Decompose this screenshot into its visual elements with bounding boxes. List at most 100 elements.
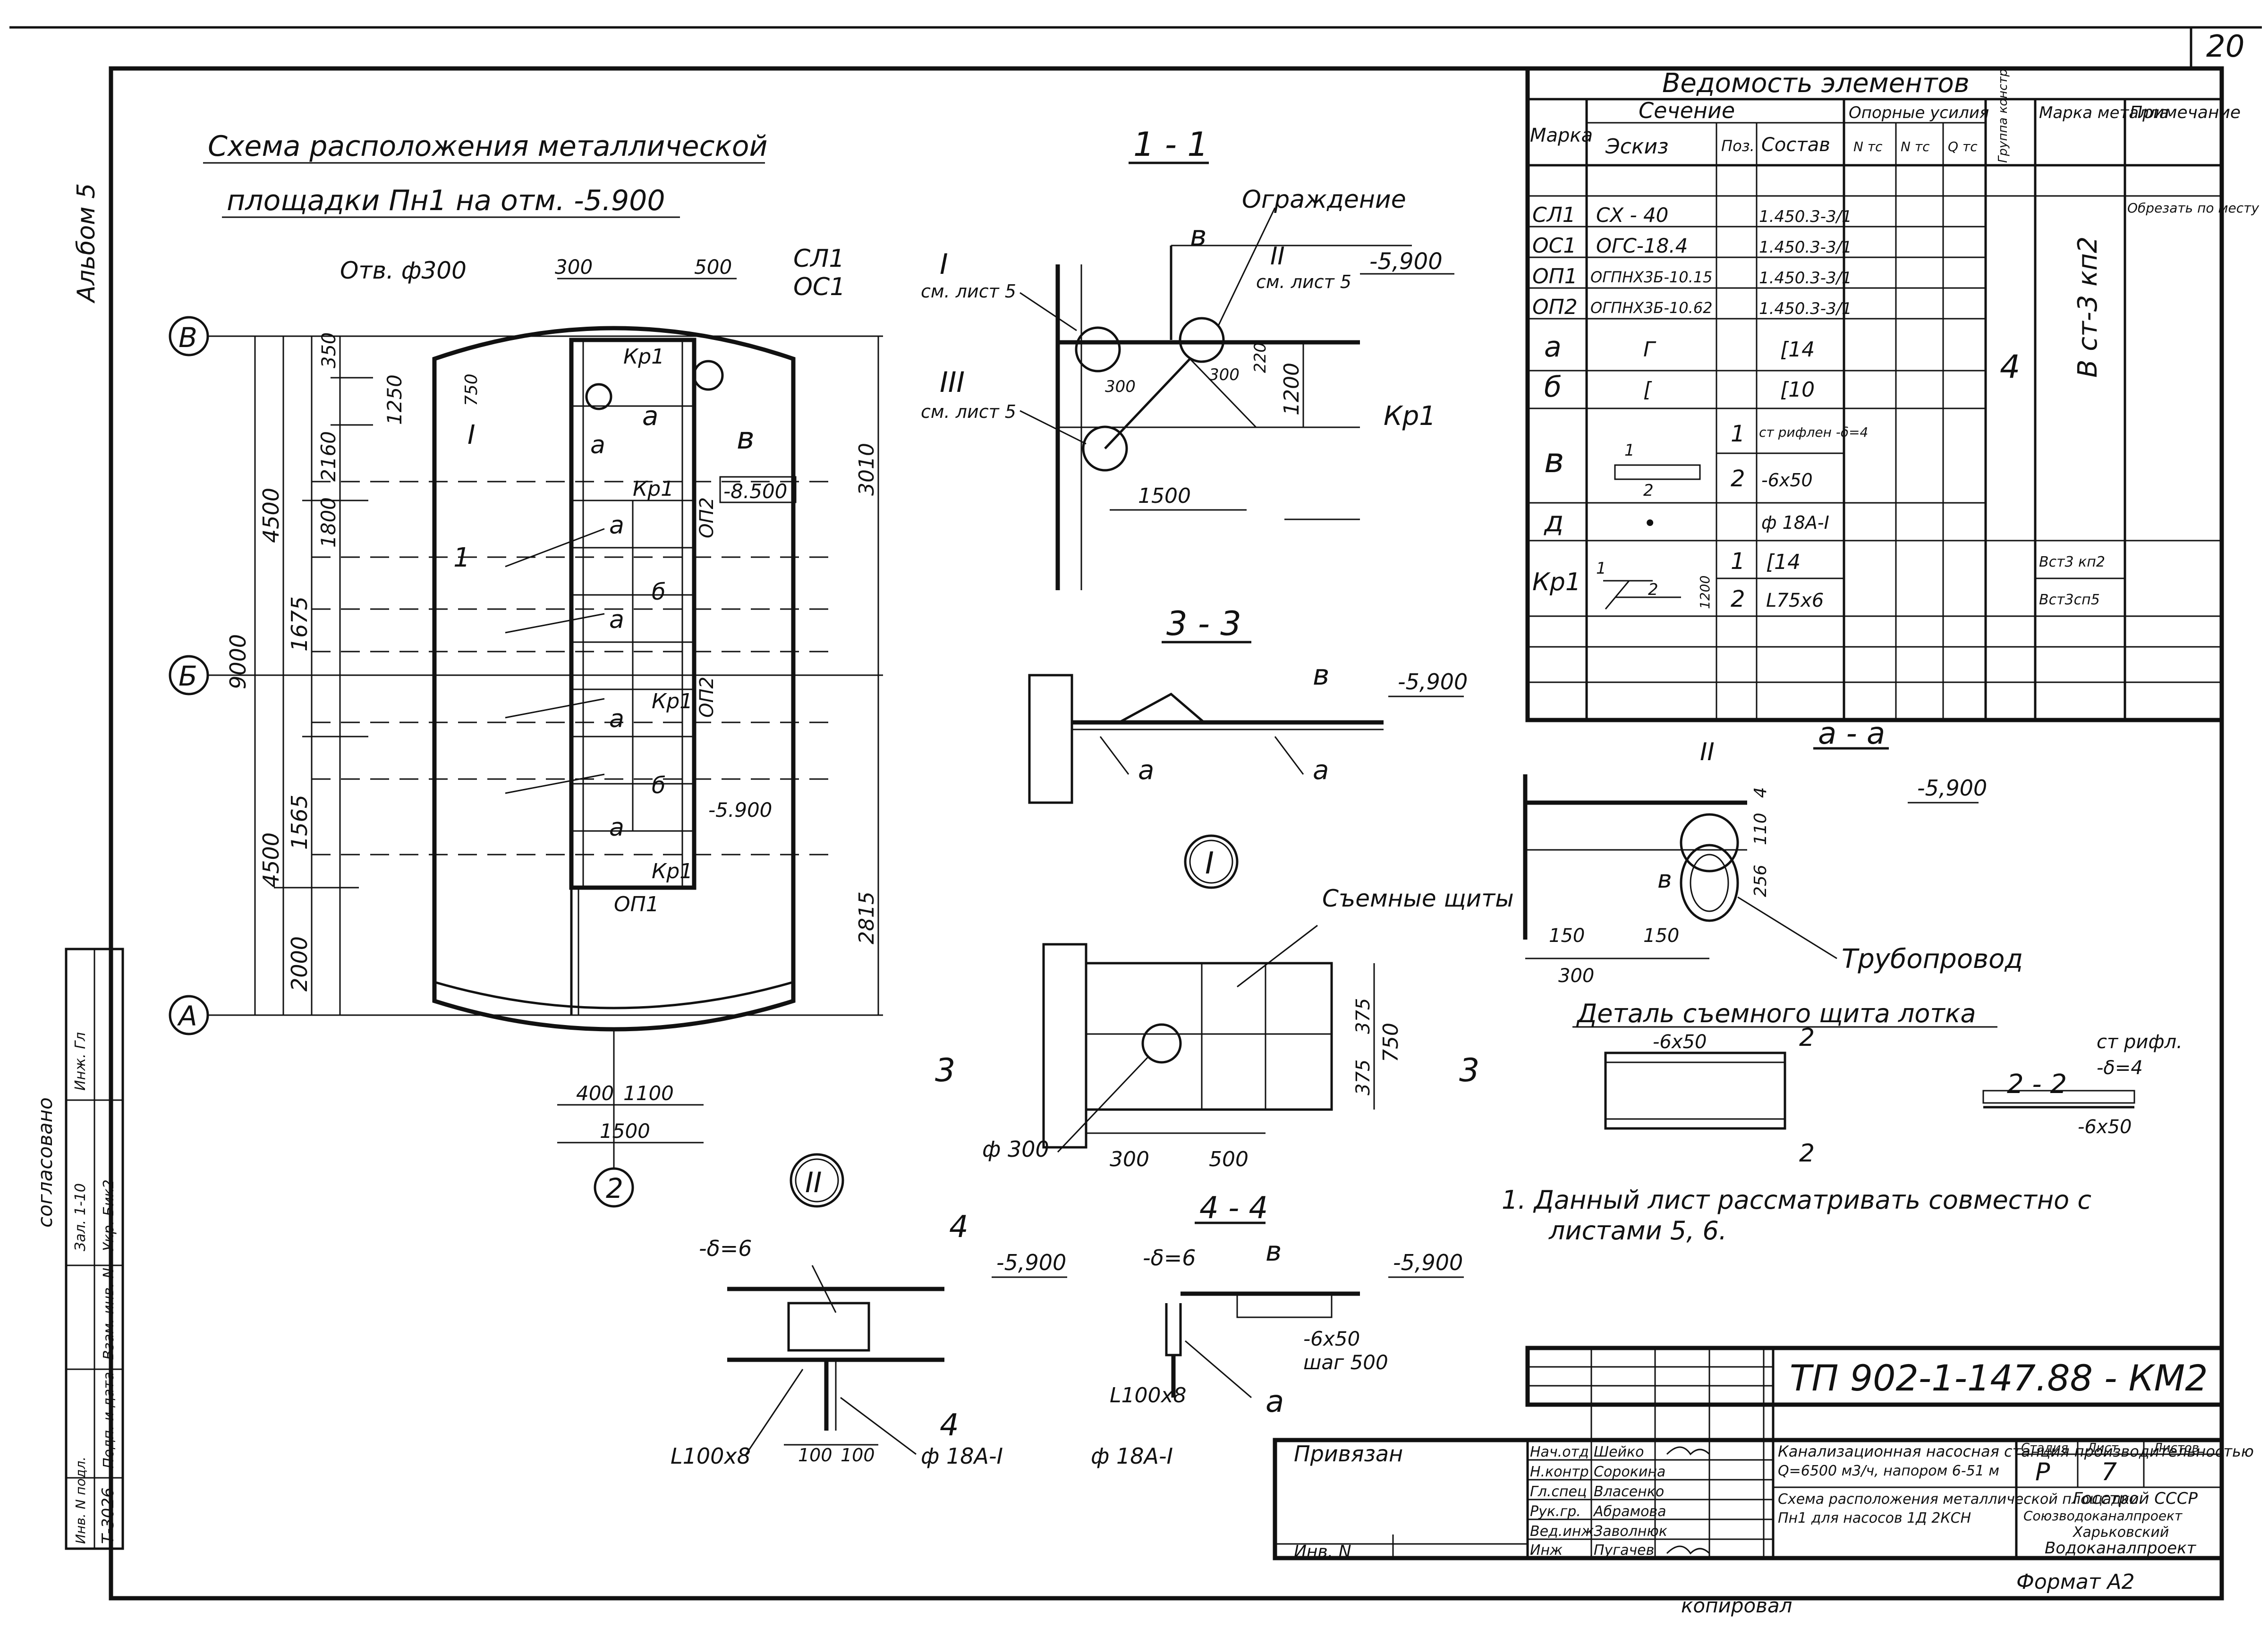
node-II-title: II	[805, 1166, 822, 1199]
format-label: Формат А2	[2016, 1570, 2135, 1594]
v-sketch	[1614, 464, 1701, 480]
side-c2: Инж. Гл	[72, 1032, 89, 1091]
nodeI-dim-500: 500	[1209, 1147, 1249, 1171]
axis-marker-b: Б	[169, 655, 883, 695]
spec-steel-main: В ст-3 кп2	[2073, 237, 2103, 378]
detail-section-title: 2 - 2	[2007, 1069, 2067, 1100]
stamp-title4: Пн1 для насосов 1Д 2КСН	[1778, 1510, 1971, 1526]
row-comp-10: L75x6	[1766, 590, 1824, 611]
spec-table: Ведомость элементов Марка Сечение Эскиз …	[1525, 65, 2259, 722]
row-comp-4: [14	[1780, 338, 1815, 362]
signatures	[1666, 1446, 1710, 1456]
row-sketch-0: СХ - 40	[1596, 203, 1668, 227]
sec44-strip: -6x50	[1303, 1327, 1360, 1350]
row-comp-6: ст рифлен -δ=4	[1759, 424, 1868, 440]
nodeI-phi: ф 300	[982, 1136, 1049, 1162]
row-pos-6: 1	[1731, 421, 1745, 447]
pit-bottom-arc	[434, 981, 794, 1009]
cut-I-label: I	[467, 420, 476, 450]
dim-1100: 1100	[623, 1082, 674, 1105]
row-comp-3: 1.450.3-3/1	[1759, 299, 1852, 318]
sec-aa-110: 110	[1751, 813, 1770, 845]
plan-leaders	[505, 528, 605, 794]
stage-head: Стадия	[2021, 1441, 2068, 1455]
section-a-a: а - а II -5,900 в 150 150 300 110 256 4 …	[1523, 716, 2023, 987]
name-4: Заволнюк	[1594, 1523, 1667, 1540]
sec33-v: в	[1313, 659, 1329, 692]
level-8500: -8.500	[723, 480, 787, 503]
dim-1500-bottom: 1500	[600, 1119, 650, 1143]
row-pos-9: 1	[1731, 548, 1745, 575]
org-3: Харьковский	[2072, 1524, 2169, 1541]
dim-1250: 1250	[383, 374, 406, 425]
side-c4: Взам. инв. N	[101, 1268, 117, 1360]
sec33-a1: а	[1138, 755, 1154, 786]
spec-head-comp: Состав	[1761, 134, 1830, 156]
section-3-3-title: 3 - 3	[1166, 604, 1241, 643]
note-line2: листами 5, 6.	[1548, 1216, 1727, 1246]
mark-b-2: б	[652, 772, 666, 799]
sec11-dim-1500: 1500	[1138, 484, 1191, 508]
row-comp-8: ф 18А-I	[1761, 512, 1829, 533]
role-2: Гл.спец	[1530, 1483, 1587, 1500]
v-sketch-2: 2	[1643, 481, 1654, 500]
sec44-step: шаг 500	[1303, 1351, 1388, 1374]
dim-350: 350	[318, 332, 340, 368]
plan-dimension-chain-left	[246, 336, 373, 1015]
mark-a-4: а	[609, 606, 624, 634]
row-mark-8: д	[1544, 505, 1563, 538]
node-I: I Съемные щиты 375 375 750 ф 300 300 500…	[935, 834, 1514, 1171]
detail-cut-top: 2	[1799, 1024, 1815, 1052]
row-comp-0: 1.450.3-3/1	[1759, 207, 1852, 226]
drawing-code: ТП 902-1-147.88 - КМ2	[1790, 1357, 2208, 1399]
hole-label: Отв. ф300	[340, 257, 467, 284]
svg-text:Б: Б	[178, 660, 197, 692]
dim-500-top: 500	[694, 255, 732, 279]
side-c3: Укр. Бик2	[101, 1179, 117, 1251]
row-steel-10: Вст3сп5	[2039, 592, 2100, 608]
stage-value: Р	[2035, 1458, 2050, 1486]
spec-group: 4	[2000, 348, 2020, 386]
name-3: Абрамова	[1593, 1503, 1666, 1520]
axis-marker-2: 2	[594, 1029, 634, 1208]
sec44-angle: L100x8	[1110, 1383, 1187, 1407]
svg-text:2: 2	[606, 1172, 623, 1204]
detail-sec-label3: -6x50	[2078, 1116, 2132, 1138]
op2-label-1: ОП2	[696, 677, 718, 718]
kp1-label-2: Кр1	[633, 477, 674, 501]
copied-label: копировал	[1681, 1594, 1792, 1617]
nodeII-level: -5,900	[996, 1250, 1066, 1275]
row-mark-2: ОП1	[1532, 264, 1578, 288]
dim-9000: 9000	[225, 634, 251, 689]
sec-aa-v: в	[1657, 865, 1672, 894]
row-mark-3: ОП2	[1532, 295, 1578, 319]
row-mark-6: в	[1544, 441, 1564, 480]
mark-a-2: а	[590, 431, 605, 459]
level-5900-plan: -5.900	[708, 798, 772, 822]
row-mark-4: а	[1544, 331, 1562, 364]
org-4: Водоканалпроект	[2045, 1539, 2197, 1558]
sec-aa-level: -5,900	[1917, 775, 1987, 801]
sec44-phi: ф 18А-I	[1091, 1443, 1173, 1469]
sheet-value: 7	[2101, 1458, 2117, 1486]
sec-aa-256: 256	[1751, 865, 1770, 897]
axis-marker-a: А	[169, 995, 883, 1035]
ref-II: II	[1270, 242, 1285, 271]
hole-300	[585, 383, 612, 410]
row-mark-9: Кр1	[1532, 568, 1581, 596]
note-line1: 1. Данный лист рассматривать совместно с	[1502, 1185, 2091, 1215]
detail-sec-label2: -δ=4	[2097, 1057, 2143, 1079]
plan-title-line1: Схема расположения металлической	[208, 130, 768, 163]
dim-300-top: 300	[555, 255, 593, 279]
dim-4500-top: 4500	[258, 488, 284, 543]
role-4: Вед.инж	[1530, 1523, 1594, 1540]
row-mark-0: СЛ1	[1532, 203, 1576, 227]
os1-label: ОС1	[793, 273, 845, 301]
kr1-sketch-2: 2	[1648, 580, 1658, 599]
name-5: Пугачев	[1594, 1542, 1654, 1559]
dim-3010: 3010	[855, 443, 879, 496]
mark-a-5: а	[609, 705, 624, 733]
node-II-marker	[1179, 317, 1225, 363]
row-pos-7: 2	[1731, 466, 1745, 492]
sec44-v: в	[1266, 1235, 1282, 1267]
